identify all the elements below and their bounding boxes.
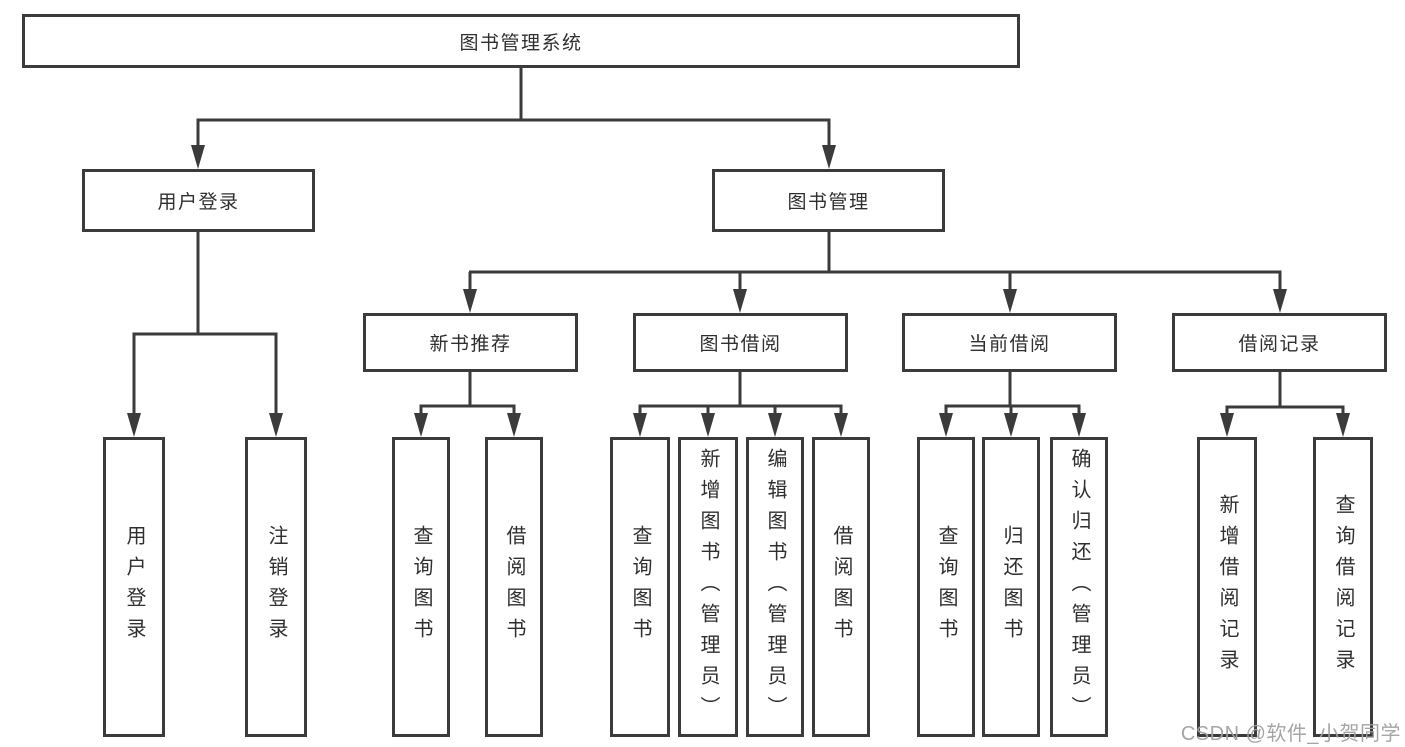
node-label: 查询借阅记录 bbox=[1332, 494, 1354, 680]
node-label: 查询图书 bbox=[410, 525, 432, 649]
node-label: 借阅图书 bbox=[830, 525, 852, 649]
node-label: 图书借阅 bbox=[699, 334, 782, 355]
leaf-add-borrow-record: 新增借阅记录 bbox=[1197, 437, 1257, 737]
node-book-management: 图书管理 bbox=[712, 169, 945, 232]
leaf-edit-books-admin: 编辑图书（管理员） bbox=[746, 437, 804, 737]
node-label: 查询图书 bbox=[935, 525, 957, 649]
node-label: 注销登录 bbox=[265, 525, 287, 649]
node-label: 新增借阅记录 bbox=[1216, 494, 1238, 680]
node-borrow-records: 借阅记录 bbox=[1172, 313, 1387, 372]
node-label: 借阅记录 bbox=[1238, 334, 1321, 355]
csdn-watermark: CSDN @软件_小贺同学 bbox=[1180, 723, 1401, 745]
node-label: 图书管理 bbox=[787, 192, 870, 213]
leaf-query-books-borrow: 查询图书 bbox=[610, 437, 670, 737]
leaf-borrow-books: 借阅图书 bbox=[812, 437, 870, 737]
node-label: 用户登录 bbox=[123, 525, 145, 649]
node-label: 新书推荐 bbox=[429, 334, 512, 355]
leaf-confirm-return-admin: 确认归还（管理员） bbox=[1050, 437, 1108, 737]
node-new-book-recommend: 新书推荐 bbox=[363, 313, 578, 372]
node-label: 确认归还（管理员） bbox=[1068, 447, 1090, 727]
leaf-query-books-recommend: 查询图书 bbox=[392, 437, 450, 737]
node-label: 图书管理系统 bbox=[459, 32, 583, 54]
leaf-add-books-admin: 新增图书（管理员） bbox=[678, 437, 738, 737]
node-label: 归还图书 bbox=[1000, 525, 1022, 649]
node-label: 当前借阅 bbox=[968, 334, 1051, 355]
node-library-system: 图书管理系统 bbox=[22, 14, 1020, 68]
node-label: 借阅图书 bbox=[503, 525, 525, 649]
node-user-login: 用户登录 bbox=[82, 169, 315, 232]
leaf-borrow-books-recommend: 借阅图书 bbox=[485, 437, 543, 737]
leaf-logout: 注销登录 bbox=[245, 437, 307, 737]
leaf-query-borrow-record: 查询借阅记录 bbox=[1313, 437, 1373, 737]
node-label: 新增图书（管理员） bbox=[697, 447, 719, 727]
node-label: 查询图书 bbox=[629, 525, 651, 649]
node-book-borrow: 图书借阅 bbox=[633, 313, 848, 372]
leaf-query-books-current: 查询图书 bbox=[917, 437, 975, 737]
node-current-borrow: 当前借阅 bbox=[902, 313, 1117, 372]
leaf-user-login: 用户登录 bbox=[103, 437, 165, 737]
node-label: 编辑图书（管理员） bbox=[764, 447, 786, 727]
node-label: 用户登录 bbox=[157, 192, 240, 213]
leaf-return-books: 归还图书 bbox=[982, 437, 1040, 737]
